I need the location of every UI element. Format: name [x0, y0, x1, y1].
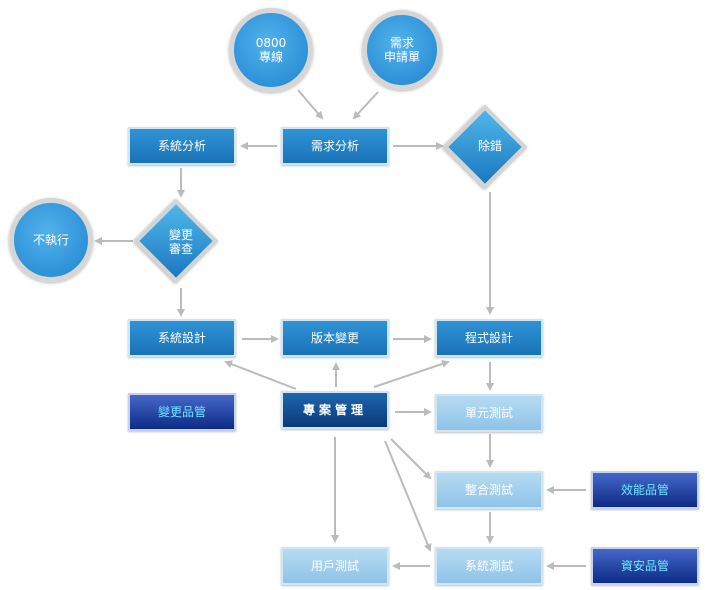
- request-form-node: 需求 申請單: [362, 10, 442, 90]
- integration-test-box: 整合測試: [435, 471, 543, 509]
- system-design-box: 系統設計: [128, 319, 236, 357]
- version-change-box: 版本變更: [281, 319, 389, 357]
- arrow-pm-to-program-design: [373, 360, 450, 388]
- debug-label: 除錯: [477, 139, 502, 153]
- arrow-hotline-to-requirement: [297, 89, 324, 120]
- change-review-label: 變更 審查: [168, 228, 193, 256]
- performance-qa-box: 效能品管: [591, 471, 699, 509]
- project-management-box: 專案管理: [281, 391, 389, 429]
- hotline-node: 0800 專線: [229, 8, 313, 92]
- security-qa-box: 資安品管: [591, 547, 699, 585]
- system-test-box: 系統測試: [435, 547, 543, 585]
- not-execute-node: 不執行: [9, 198, 93, 282]
- program-design-box: 程式設計: [435, 319, 543, 357]
- unit-test-box: 單元測試: [435, 394, 543, 432]
- system-analysis-box: 系統分析: [128, 127, 236, 165]
- arrow-pm-to-integration: [390, 438, 432, 480]
- arrow-pm-to-system-design: [224, 360, 297, 390]
- change-qa-box: 變更品管: [128, 393, 236, 431]
- arrow-form-to-requirement: [352, 91, 379, 120]
- requirement-analysis-box: 需求分析: [281, 127, 389, 165]
- arrow-pm-to-system-test: [384, 440, 432, 552]
- user-test-box: 用戶測試: [281, 547, 389, 585]
